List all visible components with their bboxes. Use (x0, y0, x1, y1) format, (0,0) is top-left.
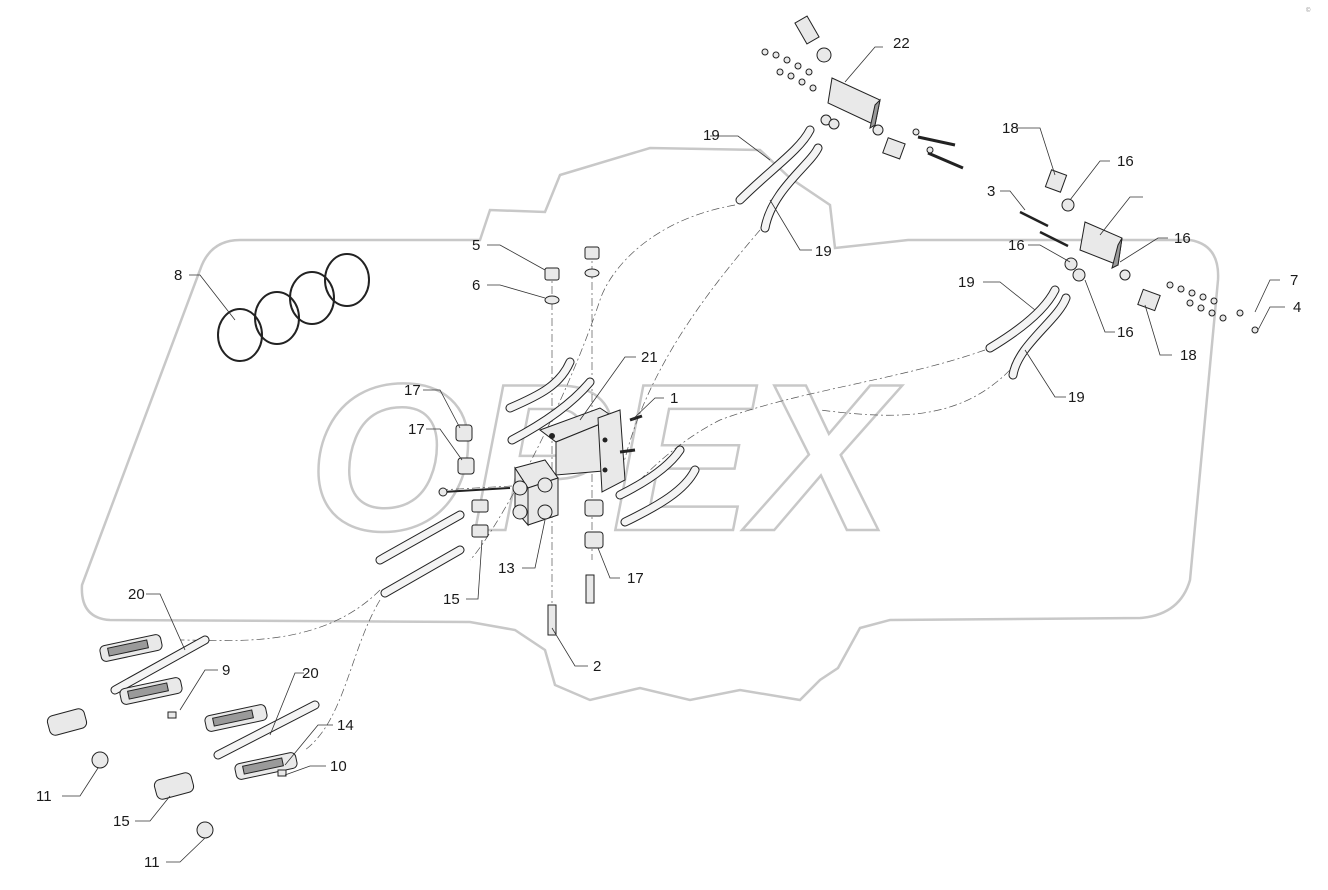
washers-right (1166, 281, 1259, 334)
callout-16-bottom: 16 (1117, 324, 1134, 341)
callout-21: 21 (641, 349, 658, 366)
callout-12: 13 (498, 560, 515, 577)
washers-top (761, 48, 934, 154)
callout-14: 15 (113, 813, 130, 830)
screws-2 (547, 574, 595, 636)
callout-19-top-a: 19 (703, 127, 720, 144)
callout-18-right: 18 (1180, 347, 1197, 364)
callout-11-a: 11 (36, 788, 52, 805)
callout-6: 6 (472, 277, 480, 294)
callout-5: 5 (472, 237, 480, 254)
callout-17-c: 17 (627, 570, 644, 587)
callout-16-right: 16 (1174, 230, 1191, 247)
callout-1: 1 (670, 390, 678, 407)
callout-11-b: 11 (144, 854, 160, 871)
callout-10: 10 (330, 758, 347, 775)
centre-hoses (505, 357, 700, 527)
hoses-19 (735, 125, 1071, 380)
valve-block-right (1019, 169, 1161, 312)
callout-17-b: 17 (408, 421, 425, 438)
watermark-gear (80, 146, 1220, 702)
callout-20-a: 20 (128, 586, 145, 603)
callouts: 22 19 19 18 16 3 16 16 7 4 18 16 19 19 5… (36, 35, 1301, 871)
corner-mark: © (1306, 7, 1311, 14)
callout-22-top: 22 (893, 35, 910, 52)
callout-13: 14 (337, 717, 354, 734)
bracket-21 (538, 407, 643, 493)
callout-20-b: 20 (302, 665, 319, 682)
callout-8: 8 (174, 267, 182, 284)
leader-lines (62, 46, 1285, 863)
fittings-17-15 (455, 424, 604, 549)
callout-19-right-a: 19 (958, 274, 975, 291)
watermark: OPEX (80, 146, 1220, 702)
callout-7: 7 (1290, 272, 1298, 289)
centre-lines (179, 204, 1011, 751)
callout-15: 15 (443, 591, 460, 608)
callout-16-left: 16 (1008, 237, 1025, 254)
callout-19-right-b: 19 (1068, 389, 1085, 406)
distribution-block-12 (438, 459, 559, 527)
couplers-lower-left (46, 634, 320, 839)
callout-19-top-b: 19 (815, 243, 832, 260)
callout-3: 3 (987, 183, 995, 200)
callout-17-a: 17 (404, 382, 421, 399)
callout-18-top: 18 (1002, 120, 1019, 137)
callout-9: 9 (222, 662, 230, 679)
callout-4: 4 (1293, 299, 1301, 316)
callout-2: 2 (593, 658, 601, 675)
pipes-left (375, 510, 465, 598)
callout-16-top: 16 (1117, 153, 1134, 170)
valve-block-top (794, 15, 964, 170)
nuts-5-6 (544, 246, 600, 305)
cable-ties-8 (217, 253, 370, 362)
